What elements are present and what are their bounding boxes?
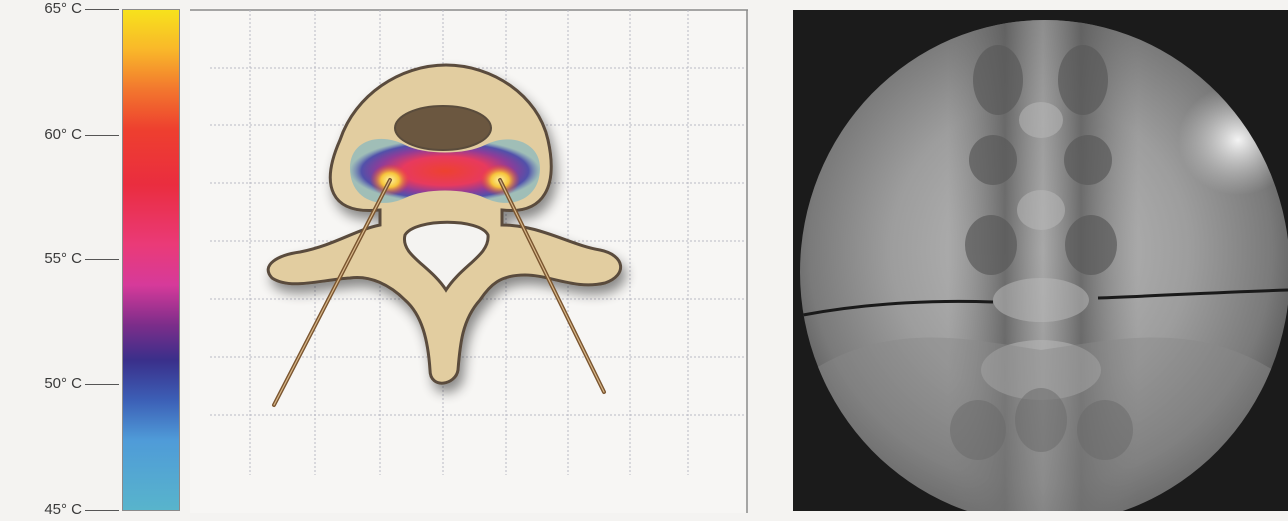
vertebra-heat-diagram [190,0,760,521]
tick-label-65: 65° C [4,0,82,18]
tick-label-45: 45° C [4,501,82,519]
nucleus-shape [395,106,491,150]
tick-line-50 [85,384,119,385]
fluoroscopy-image [793,10,1288,511]
diagram-canvas [190,0,760,521]
tick-line-55 [85,259,119,260]
temperature-scale: 65° C 60° C 55° C 50° C 45° C [0,0,190,521]
tick-label-60: 60° C [4,126,82,144]
tick-line-45 [85,510,119,511]
fluoroscopy-canvas [793,10,1288,511]
tick-line-60 [85,135,119,136]
temperature-color-bar [122,9,180,511]
tick-label-55: 55° C [4,250,82,268]
tick-label-50: 50° C [4,375,82,393]
tick-line-65 [85,9,119,10]
